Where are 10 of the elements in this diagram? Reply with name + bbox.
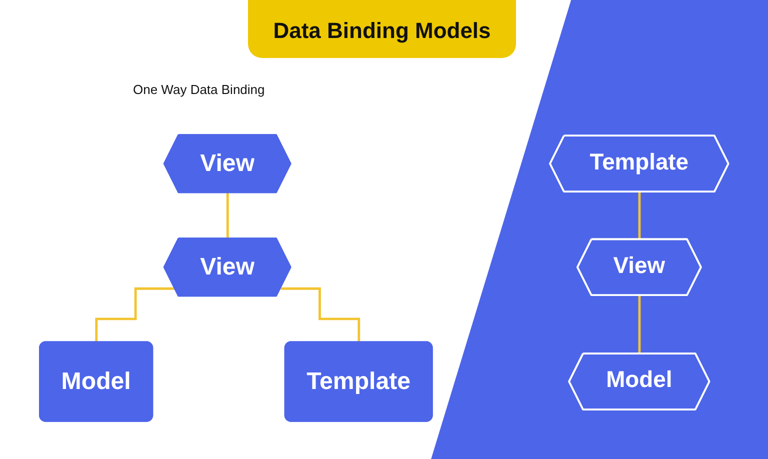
connector-line: [638, 191, 641, 241]
hexagon-node: View: [163, 238, 292, 297]
hexagon-node: Model: [568, 352, 710, 410]
hexagon-node: View: [163, 134, 292, 194]
rounded-box-node: Model: [39, 341, 154, 422]
diagram-label: One Way Data Binding: [133, 82, 265, 97]
rounded-box-node: Template: [284, 341, 433, 422]
title: Data Binding Models: [248, 0, 516, 58]
hexagon-node: Template: [549, 134, 730, 193]
connector-line: [638, 294, 641, 356]
